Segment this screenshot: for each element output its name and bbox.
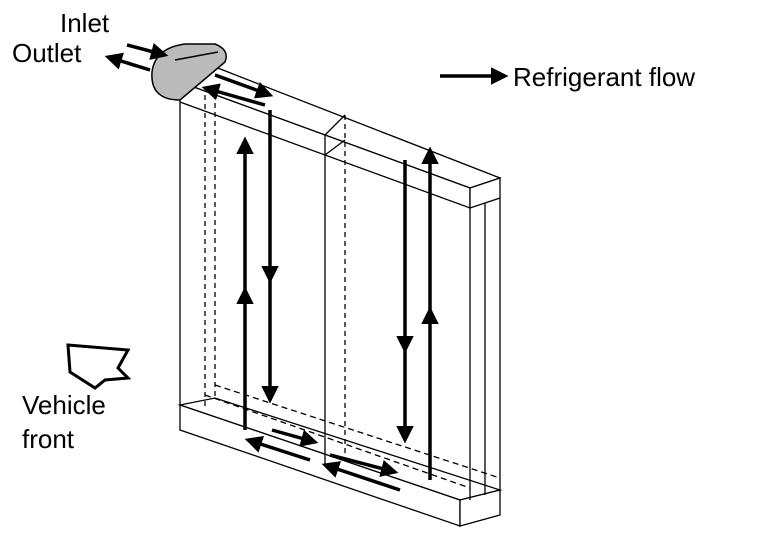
outlet-label: Outlet: [12, 38, 82, 68]
inlet-label: Inlet: [60, 8, 110, 38]
vehicle-front-arrow-icon: [66, 343, 132, 390]
legend-label: Refrigerant flow: [513, 62, 696, 92]
refrigerant-flow-arrows: [104, 42, 509, 492]
vehicle-front-label-2: front: [22, 424, 75, 454]
vehicle-front-label-1: Vehicle: [22, 390, 106, 420]
